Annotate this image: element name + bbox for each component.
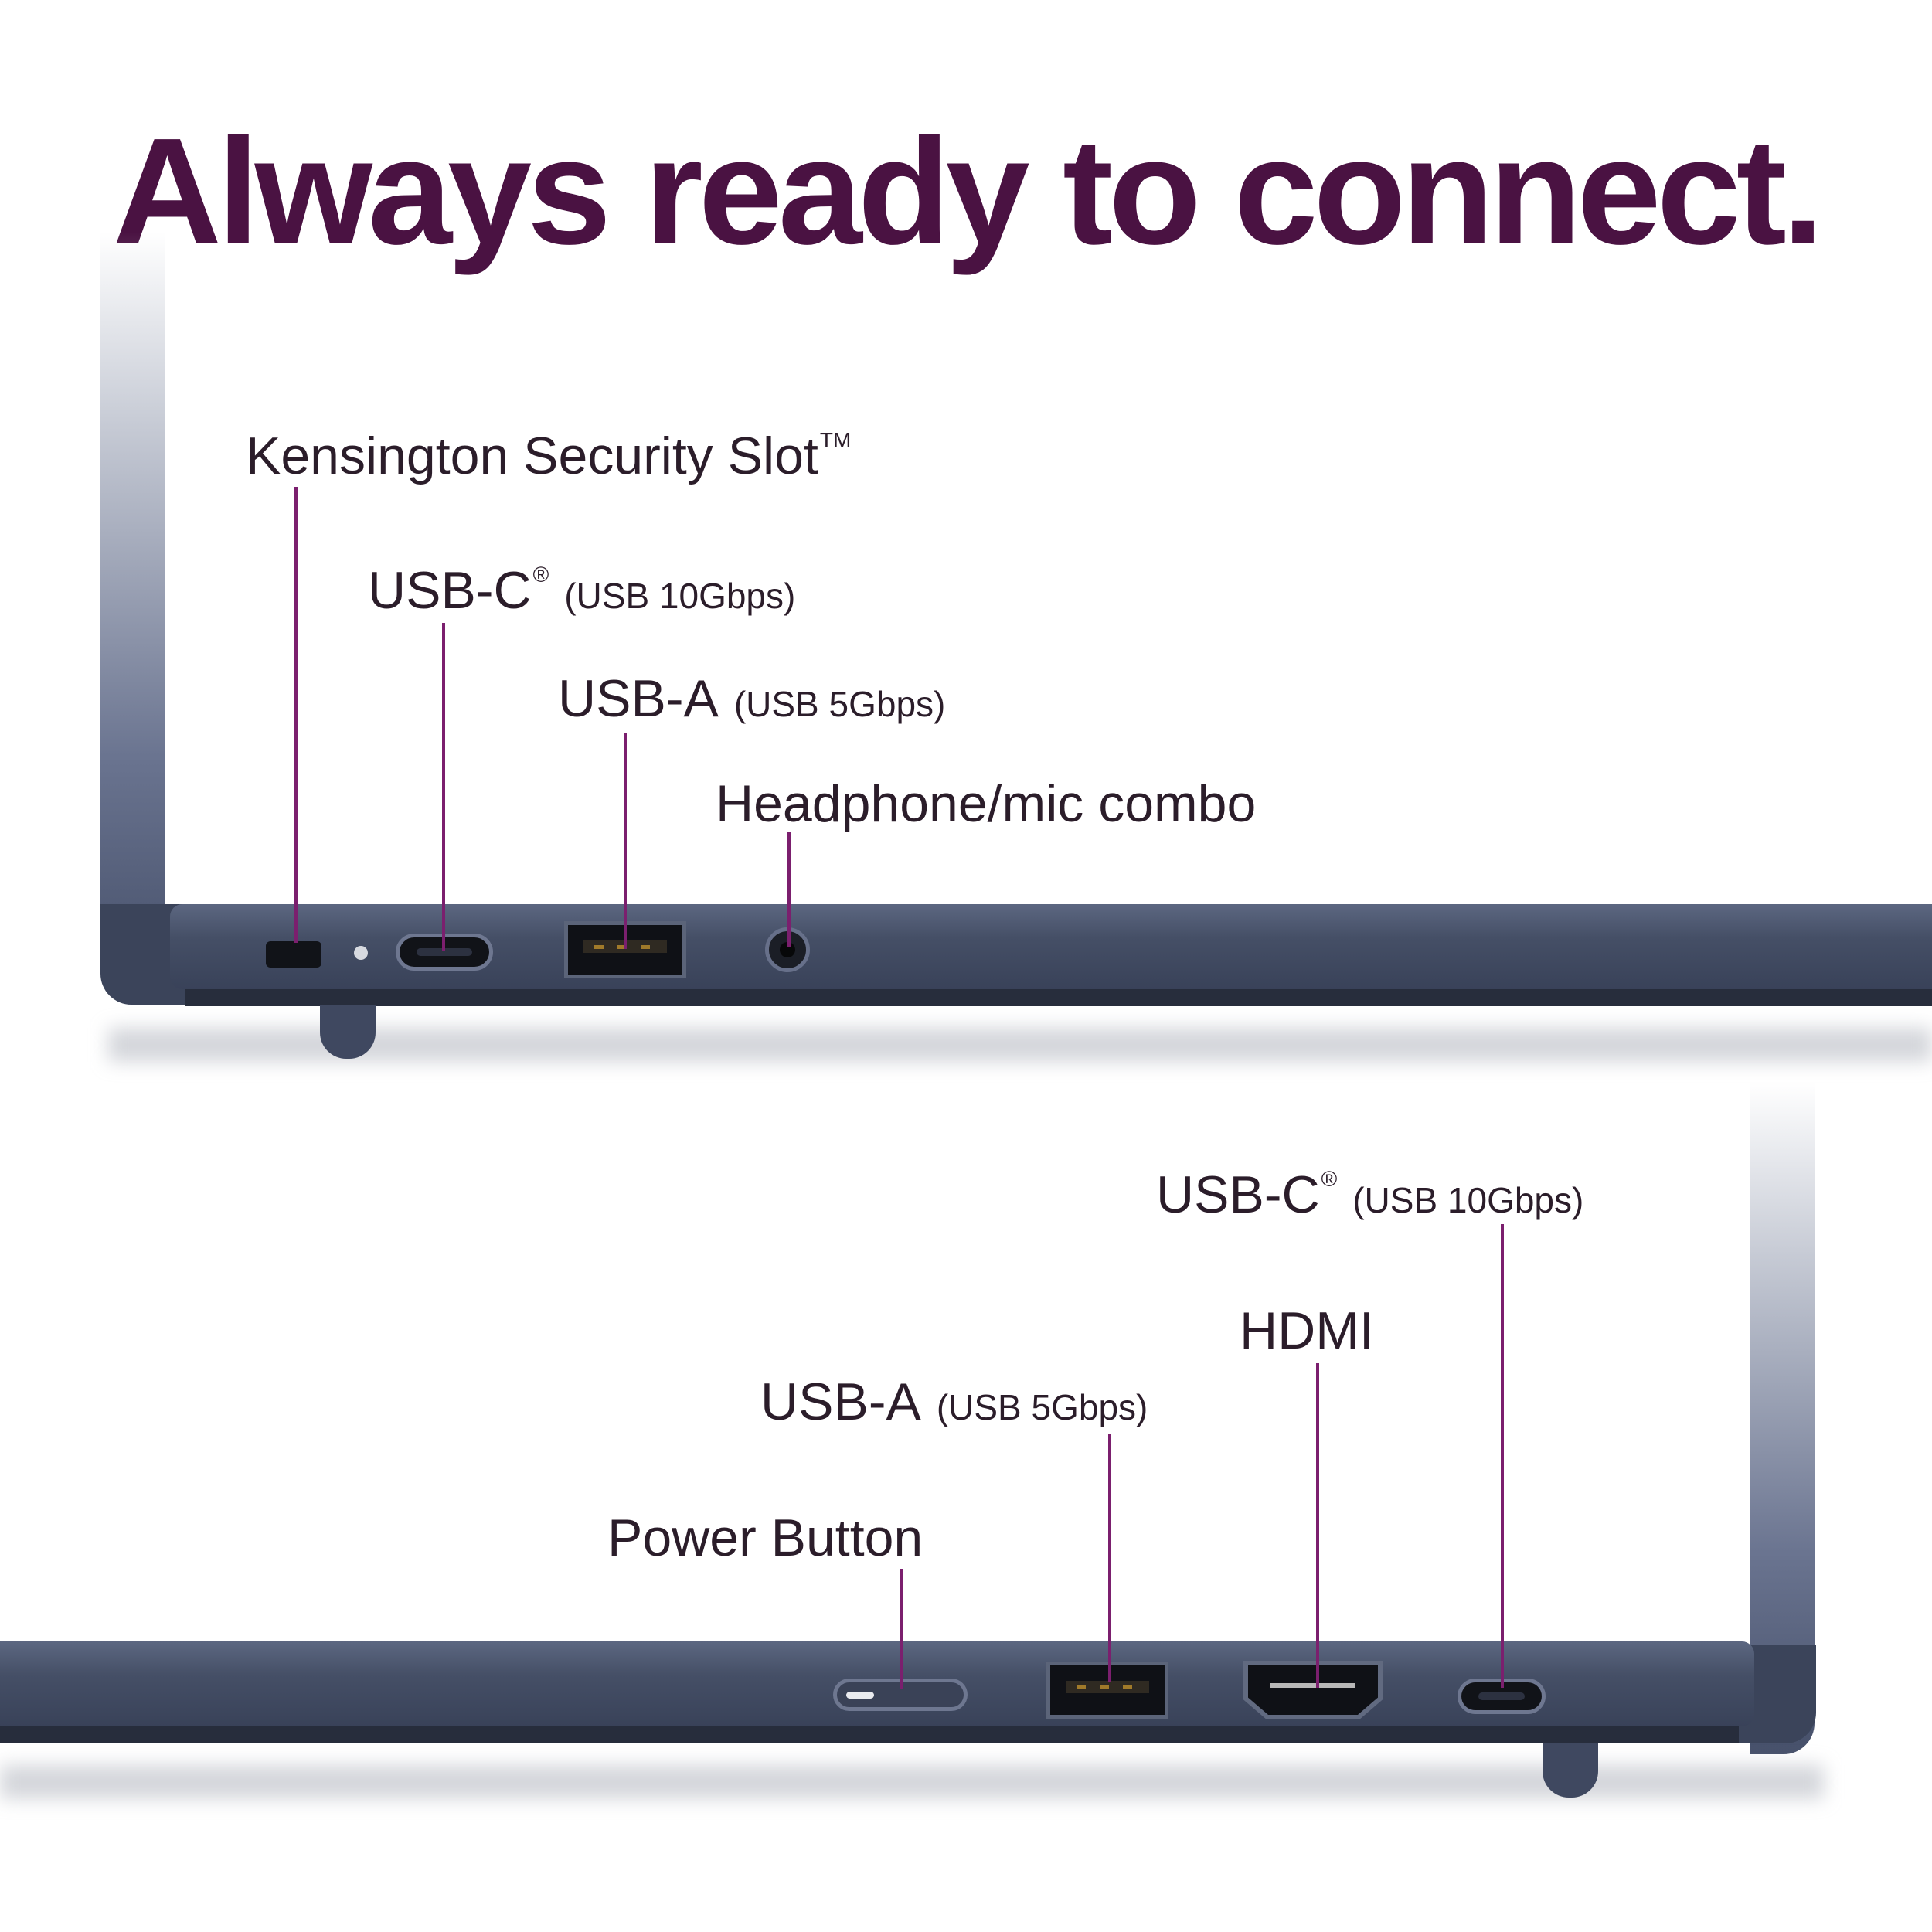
shadow-bottom-laptop	[0, 1765, 1824, 1799]
leader-line-kensington	[294, 487, 298, 943]
label-text: Kensington Security Slot	[246, 427, 818, 485]
shadow-top-laptop	[108, 1028, 1932, 1062]
deck-bottom-strip-right	[0, 1726, 1739, 1743]
leader-line-usb-c-right	[1501, 1224, 1504, 1688]
hdmi-shape	[1243, 1661, 1383, 1719]
label-headphone-mic: Headphone/mic combo	[716, 777, 1256, 830]
registered-mark: ®	[532, 563, 549, 587]
label-usb-a-left: USB-A (USB 5Gbps)	[558, 672, 945, 725]
leader-line-headphone	[787, 832, 791, 947]
leader-line-usb-a-left	[624, 733, 627, 949]
label-text: USB-C	[368, 561, 532, 620]
label-text: Headphone/mic combo	[716, 774, 1257, 833]
leader-line-usb-c-left	[442, 623, 445, 951]
label-usb-a-right: USB-A(USB 5Gbps)	[760, 1376, 1148, 1428]
rubber-foot-right	[1543, 1743, 1598, 1798]
headline: Always ready to connect.	[112, 107, 1825, 276]
label-hdmi: HDMI	[1240, 1304, 1374, 1357]
trademark-mark: TM	[819, 428, 852, 452]
label-text: USB-C	[1156, 1165, 1320, 1224]
leader-line-power-button	[900, 1569, 903, 1689]
label-kensington-slot: Kensington Security SlotTM	[246, 427, 852, 485]
spec-text: (USB 5Gbps)	[733, 684, 946, 724]
leader-line-hdmi	[1316, 1363, 1319, 1688]
audio-jack-icon	[765, 927, 810, 972]
label-power-button: Power Button	[607, 1512, 923, 1564]
spec-text: (USB 5Gbps)	[936, 1387, 1148, 1427]
spec-text: (USB 10Gbps)	[1352, 1180, 1584, 1220]
label-text: USB-A	[558, 669, 719, 728]
registered-mark: ®	[1321, 1167, 1338, 1191]
label-usb-c-left: USB-C® (USB 10Gbps)	[368, 564, 795, 617]
label-usb-c-right: USB-C® (USB 10Gbps)	[1156, 1165, 1584, 1224]
label-text: USB-A	[760, 1372, 921, 1431]
label-text: HDMI	[1240, 1301, 1374, 1360]
rubber-foot-left	[320, 1005, 376, 1059]
lock-slot-icon	[266, 941, 321, 968]
leader-line-usb-a-right	[1108, 1434, 1111, 1682]
usb-a-port-icon	[1046, 1662, 1168, 1719]
spec-text: (USB 10Gbps)	[564, 576, 796, 616]
indicator-led-icon	[354, 946, 368, 960]
label-text: Power Button	[607, 1509, 923, 1567]
lid-edge-right	[1750, 1082, 1815, 1754]
hdmi-port-icon	[1243, 1660, 1383, 1720]
deck-bottom-strip-left	[185, 989, 1932, 1006]
lid-edge-left	[100, 232, 165, 981]
